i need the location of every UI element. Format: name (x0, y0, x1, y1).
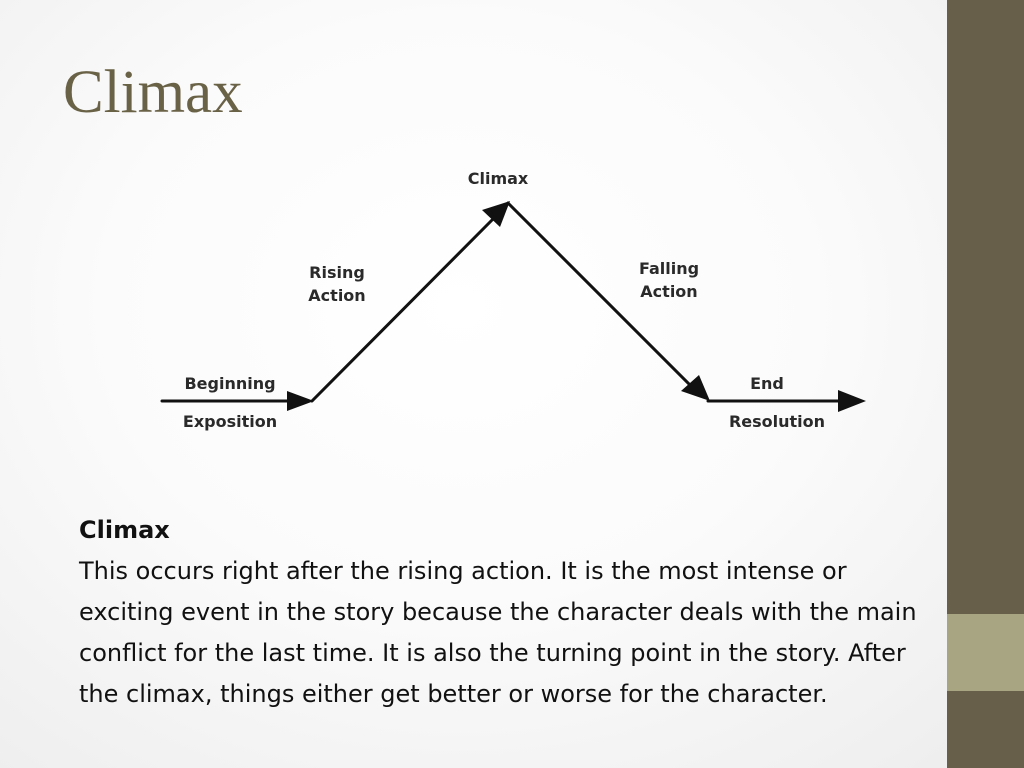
label-falling-line2: Action (640, 282, 697, 301)
label-falling-line1: Falling (639, 259, 699, 278)
body-heading: Climax (79, 516, 170, 544)
body-paragraph: This occurs right after the rising actio… (79, 557, 917, 708)
body-text-block: Climax This occurs right after the risin… (79, 510, 959, 715)
label-beginning: Beginning (184, 374, 275, 393)
falling-action-line (506, 201, 698, 393)
label-climax: Climax (468, 169, 529, 188)
label-end: End (750, 374, 784, 393)
label-exposition: Exposition (183, 412, 277, 431)
arrowhead-rising (482, 201, 510, 227)
label-resolution: Resolution (729, 412, 825, 431)
label-rising-line2: Action (308, 286, 365, 305)
rising-action-line (310, 212, 500, 403)
sidebar-accent-block (947, 614, 1024, 691)
slide-title: Climax (63, 59, 243, 126)
label-rising-line1: Rising (309, 263, 365, 282)
arrowhead-end (838, 390, 866, 412)
arrowhead-beginning (287, 391, 314, 411)
arrowhead-falling (681, 375, 710, 401)
